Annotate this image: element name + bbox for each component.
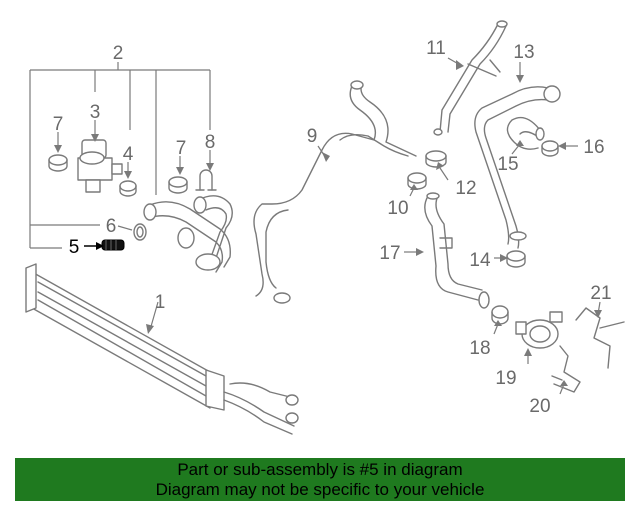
callout-6: 6 bbox=[106, 216, 117, 237]
callout-3: 3 bbox=[90, 102, 101, 123]
part-19-pump bbox=[515, 311, 563, 364]
part-13-hose bbox=[474, 62, 561, 249]
callout-9: 9 bbox=[307, 126, 318, 147]
callout-8: 8 bbox=[205, 132, 216, 153]
parts-diagram: 2 3 7 4 7 8 6 5 1 9 10 11 12 13 14 15 16… bbox=[25, 20, 625, 435]
callout-20: 20 bbox=[529, 396, 550, 417]
part-17-pipe bbox=[404, 192, 490, 309]
part-12-clamp bbox=[425, 150, 449, 181]
callout-15: 15 bbox=[497, 154, 518, 175]
callout-5: 5 bbox=[69, 237, 80, 258]
callout-18: 18 bbox=[469, 338, 490, 359]
hose-assembly-left bbox=[143, 195, 233, 273]
part-14-clamp bbox=[494, 250, 526, 268]
part-9-hose bbox=[253, 80, 417, 304]
part-1-cooler bbox=[25, 263, 299, 435]
callout-2: 2 bbox=[113, 43, 124, 64]
callout-17: 17 bbox=[379, 243, 400, 264]
part-7-clamp-right bbox=[168, 156, 188, 194]
callout-19: 19 bbox=[495, 368, 516, 389]
part-16-clamp bbox=[541, 140, 578, 157]
callout-21: 21 bbox=[590, 283, 611, 304]
part-5-highlighted bbox=[84, 239, 125, 251]
banner-line-1: Part or sub-assembly is #5 in diagram bbox=[177, 460, 463, 479]
part-18-clamp bbox=[491, 305, 509, 335]
callout-7-right: 7 bbox=[176, 138, 187, 159]
callout-1: 1 bbox=[155, 292, 166, 313]
part-3-valve-housing bbox=[77, 120, 123, 193]
info-banner: Part or sub-assembly is #5 in diagram Di… bbox=[15, 458, 625, 501]
callout-14: 14 bbox=[469, 250, 491, 271]
part-20-bracket bbox=[551, 345, 581, 395]
part-6-o-ring bbox=[117, 223, 147, 241]
part-11-pipe bbox=[433, 20, 508, 136]
callout-11: 11 bbox=[426, 38, 446, 59]
callout-4: 4 bbox=[123, 144, 134, 165]
part-10-clamp bbox=[407, 172, 427, 197]
part-7-clamp-left bbox=[48, 132, 68, 172]
callout-16: 16 bbox=[583, 137, 604, 158]
part-8-clip bbox=[195, 150, 217, 191]
callout-2-bracket bbox=[29, 62, 211, 249]
part-21-bracket bbox=[575, 301, 625, 369]
callout-10: 10 bbox=[387, 198, 408, 219]
callout-13: 13 bbox=[513, 42, 534, 63]
part-15-hose bbox=[506, 116, 545, 155]
callout-7-left: 7 bbox=[53, 114, 64, 135]
part-4-clamp bbox=[119, 162, 137, 197]
callout-12: 12 bbox=[455, 178, 476, 199]
banner-line-2: Diagram may not be specific to your vehi… bbox=[155, 480, 485, 499]
